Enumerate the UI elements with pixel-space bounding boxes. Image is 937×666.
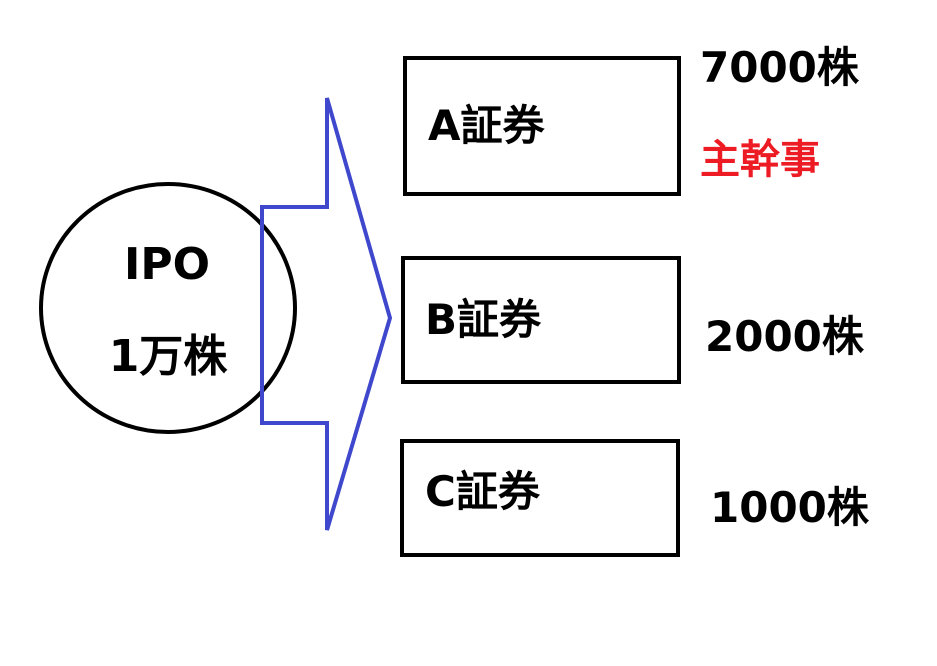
lead-manager-label: 主幹事 [700,137,820,183]
box-b-securities [401,256,681,384]
securities-c-amount: 1000株 [710,483,869,532]
box-a-securities [403,56,681,196]
distribution-arrow [260,97,393,531]
ipo-amount: 1万株 [108,331,228,382]
ipo-circle [39,182,297,434]
securities-b-amount: 2000株 [705,312,864,361]
securities-b-name: B証券 [425,295,542,344]
ipo-title: IPO [123,239,211,290]
securities-c-name: C証券 [425,467,540,516]
box-c-securities [400,439,680,557]
securities-a-amount: 7000株 [700,43,859,92]
securities-a-name: A証券 [428,101,545,150]
